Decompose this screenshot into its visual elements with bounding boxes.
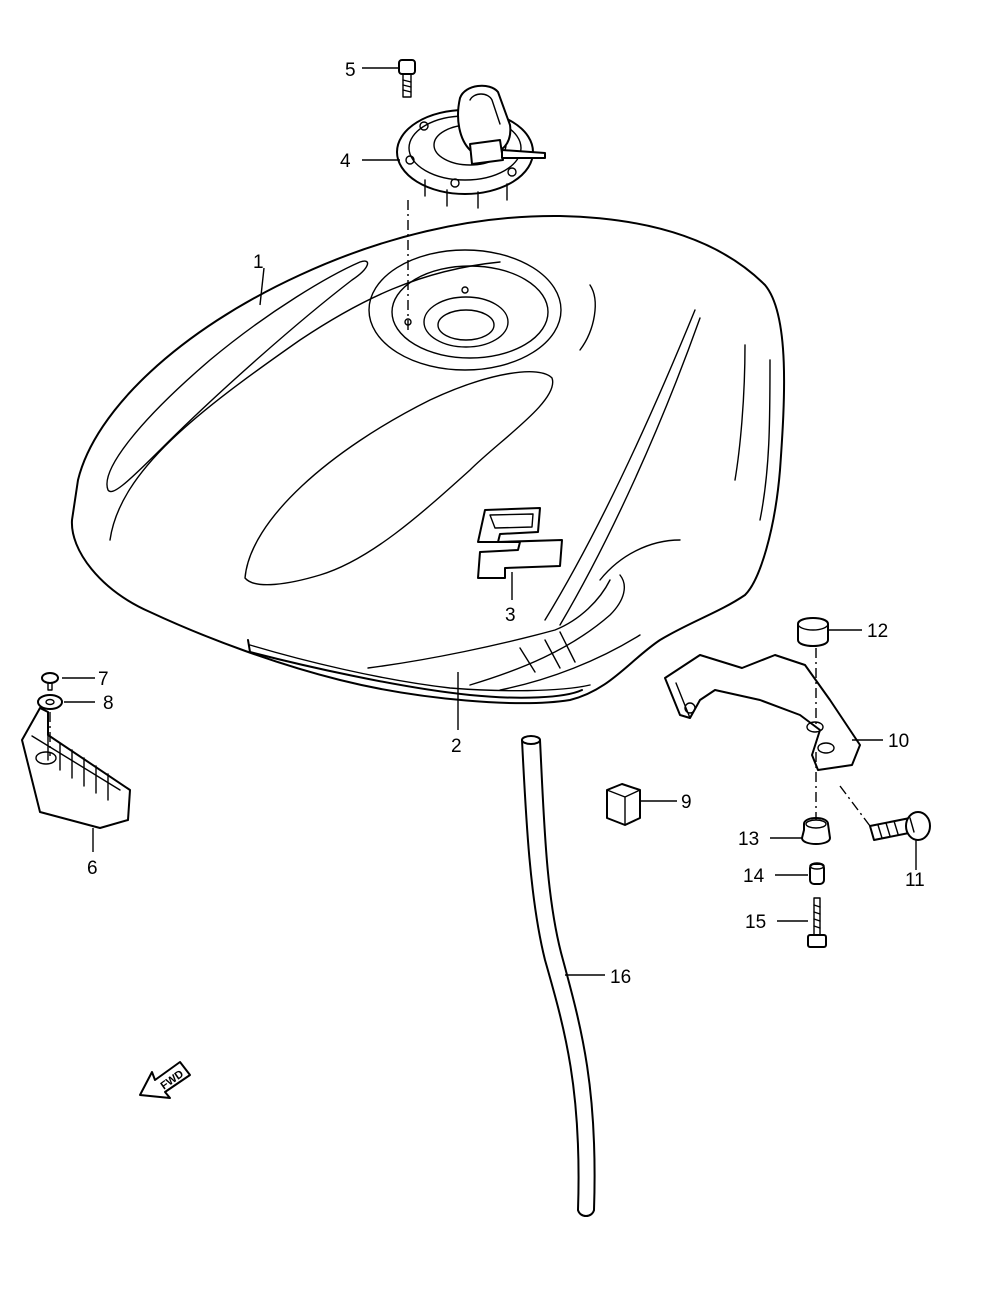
drain-hose bbox=[521, 735, 596, 1217]
callout-1: 1 bbox=[253, 252, 264, 273]
callout-8: 8 bbox=[103, 693, 114, 714]
forward-direction-arrow-icon: FWD bbox=[139, 1061, 191, 1099]
callout-9: 9 bbox=[681, 792, 692, 813]
screw-7 bbox=[41, 672, 59, 691]
callout-14: 14 bbox=[743, 866, 765, 887]
callout-10: 10 bbox=[888, 731, 909, 752]
callout-4: 4 bbox=[340, 151, 351, 172]
callout-15: 15 bbox=[745, 912, 766, 933]
callout-5: 5 bbox=[345, 60, 356, 81]
fuel-tank bbox=[70, 214, 786, 705]
cushion-9 bbox=[606, 783, 641, 826]
callout-16: 16 bbox=[610, 967, 631, 988]
callout-12: 12 bbox=[867, 621, 888, 642]
bolt-11 bbox=[869, 811, 931, 841]
washer-8 bbox=[37, 694, 63, 710]
collar-12 bbox=[797, 617, 829, 647]
callout-11: 11 bbox=[905, 870, 925, 891]
callout-3: 3 bbox=[505, 605, 516, 626]
cap-bolt bbox=[398, 59, 416, 98]
cushion-13 bbox=[801, 817, 831, 845]
bolt-15 bbox=[807, 897, 827, 948]
leader-lines bbox=[49, 67, 917, 976]
suzuki-emblem bbox=[477, 507, 563, 579]
callout-6: 6 bbox=[87, 858, 98, 879]
rubber-mount-6 bbox=[21, 707, 131, 829]
tank-bracket bbox=[664, 654, 861, 771]
spacer-14 bbox=[809, 862, 825, 885]
callout-13: 13 bbox=[738, 829, 759, 850]
fuel-cap bbox=[396, 84, 546, 209]
callout-2: 2 bbox=[451, 736, 462, 757]
callout-7: 7 bbox=[98, 669, 109, 690]
